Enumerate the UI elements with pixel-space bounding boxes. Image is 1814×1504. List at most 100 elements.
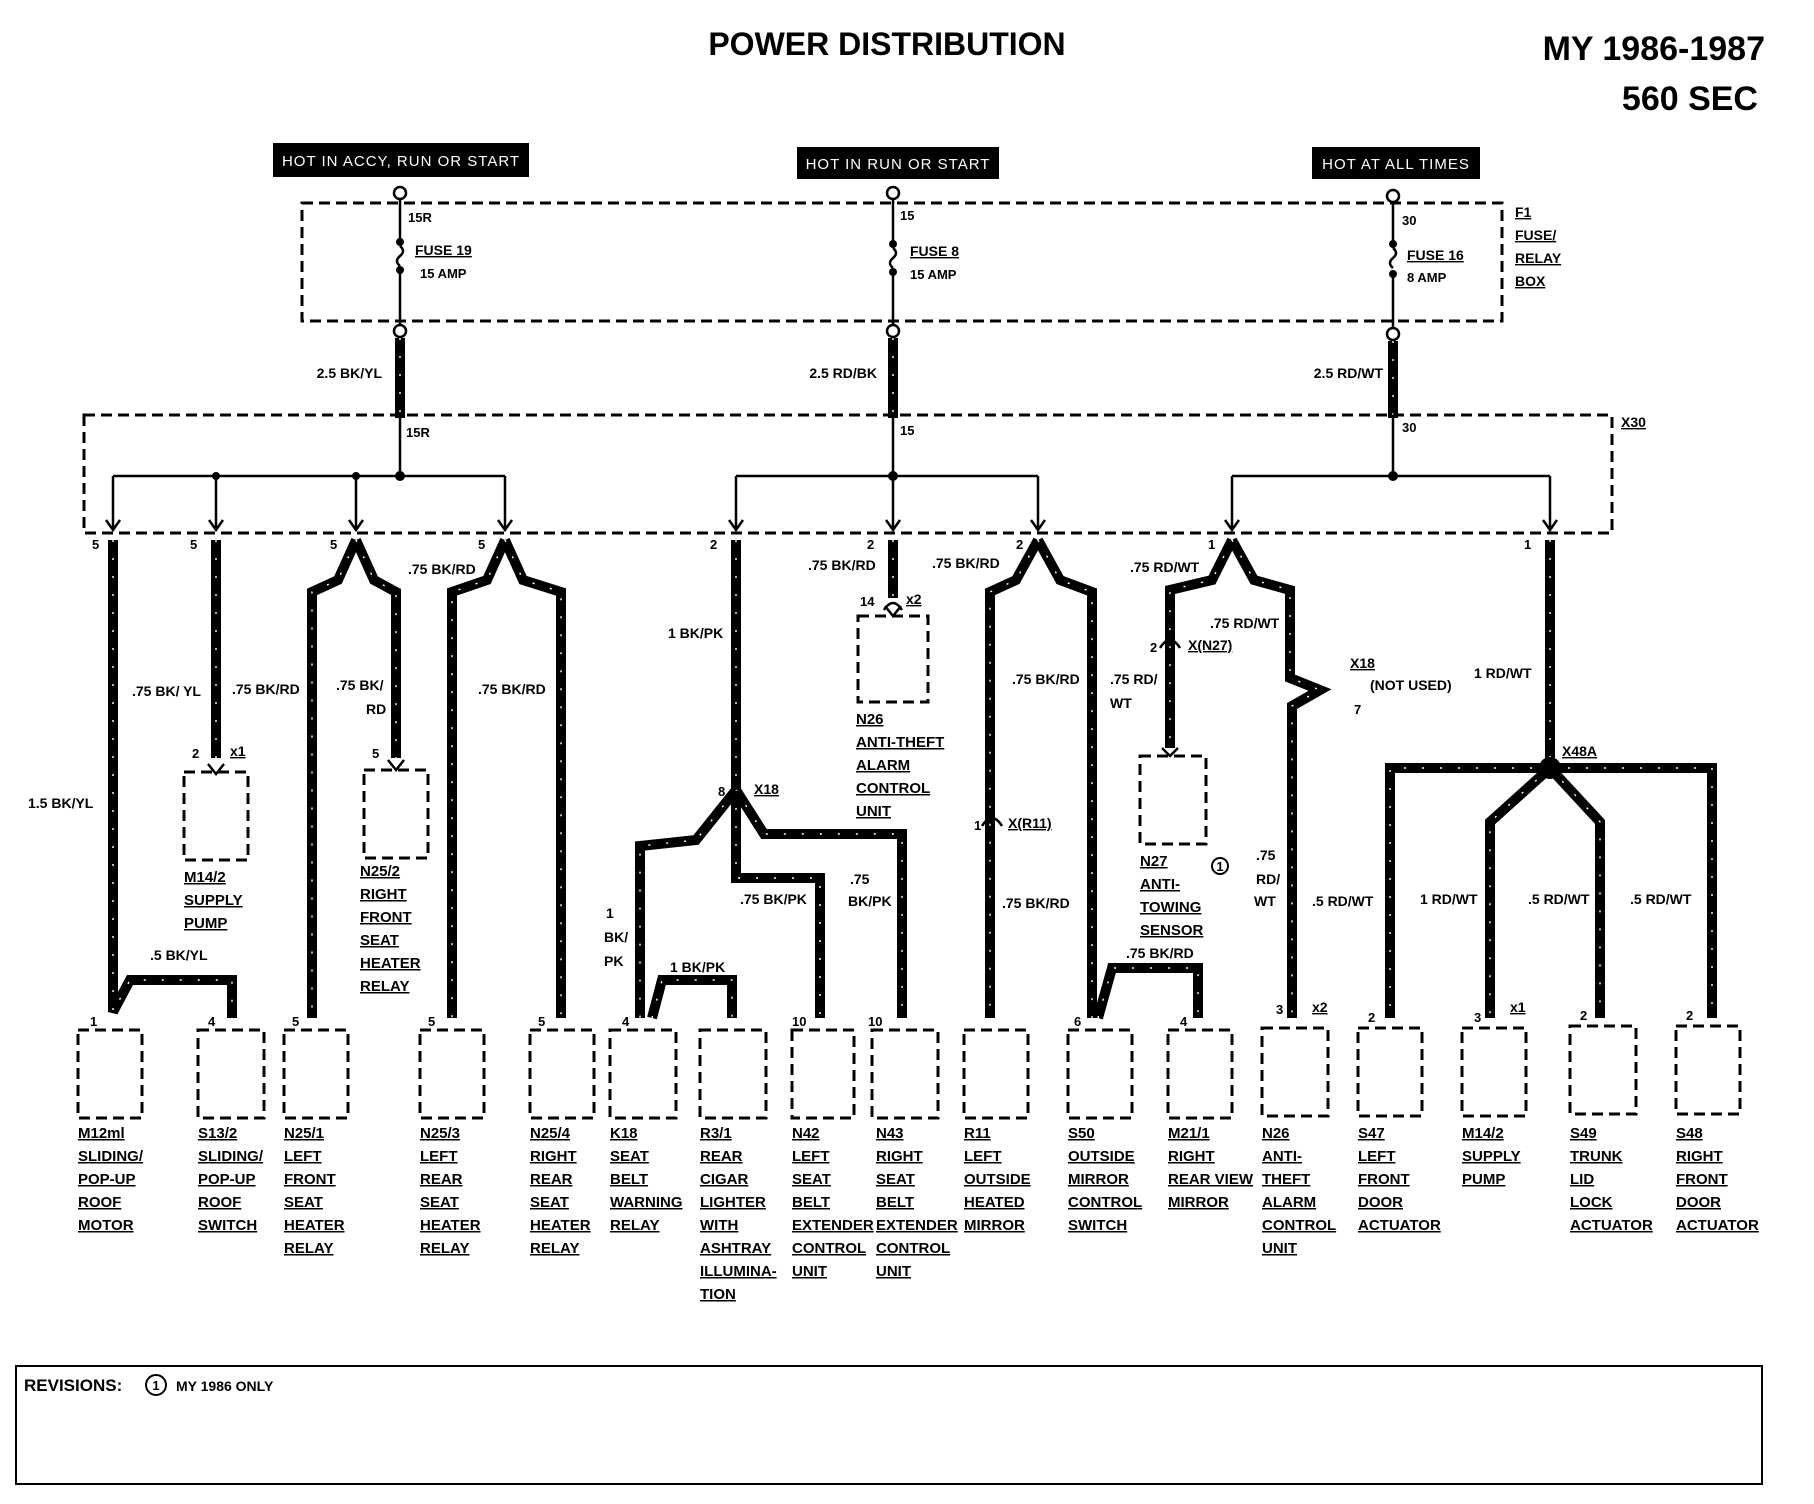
component-label-line: ASHTRAY [700, 1240, 771, 1257]
wire-label-6: .75 BK/RD [478, 681, 546, 697]
component-box-11 [1066, 1028, 1134, 1120]
n26-top-label: N26 ANTI-THEFT ALARM CONTROL UNIT [856, 711, 944, 820]
svg-text:HOT AT ALL TIMES: HOT AT ALL TIMES [1322, 156, 1470, 173]
bus-pin-8: 1 [1208, 537, 1215, 552]
comp-pin-6: 4 [622, 1014, 630, 1029]
component-box-15 [1460, 1026, 1528, 1118]
svg-text:CONTROL: CONTROL [856, 780, 930, 797]
svg-text:FUSE 8: FUSE 8 [910, 243, 959, 259]
component-label-line: HEATER [284, 1217, 345, 1234]
wire-label-19a: 1 [606, 905, 614, 921]
connector-x2: x2 [906, 591, 922, 607]
component-label-line: THEFT [1262, 1171, 1310, 1188]
comp-pin-1: 1 [90, 1014, 97, 1029]
connector-xn27: X(N27) [1188, 637, 1232, 653]
component-label-line: SEAT [284, 1194, 323, 1211]
component-label-line: REAR [420, 1171, 463, 1188]
component-label-line: N25/4 [530, 1125, 571, 1142]
svg-text:30: 30 [1402, 213, 1416, 228]
connector-x2b: x2 [1312, 999, 1328, 1015]
svg-text:15R: 15R [408, 210, 432, 225]
component-box-5 [528, 1028, 596, 1120]
comp-pin-9: 6 [1074, 1014, 1081, 1029]
wire-label-5: .75 BK/RD [408, 561, 476, 577]
feed-wire-label-3: 2.5 RD/WT [1314, 365, 1384, 381]
m142-label: M14/2 SUPPLY PUMP [184, 869, 243, 932]
n252-label: N25/2 RIGHT FRONT SEAT HEATER RELAY [360, 863, 421, 995]
wire-label-21: .75 BK/RD [1002, 895, 1070, 911]
component-label-line: TION [700, 1286, 736, 1303]
component-label-line: LEFT [420, 1148, 458, 1165]
component-box-7 [698, 1028, 768, 1120]
fusebox-label-line-3: RELAY [1515, 250, 1562, 266]
svg-text:UNIT: UNIT [856, 803, 891, 820]
wire-label-15: .75 RD/WT [1210, 615, 1280, 631]
svg-text:HEATER: HEATER [360, 955, 421, 972]
svg-text:ALARM: ALARM [856, 757, 910, 774]
svg-text:N26: N26 [856, 711, 884, 728]
bus-terminal-15r: 15R [406, 425, 430, 440]
component-label-line: DOOR [1358, 1194, 1403, 1211]
revisions-box [15, 1365, 1763, 1485]
component-label-line: OUTSIDE [964, 1171, 1031, 1188]
component-label-line: M12ml [78, 1125, 125, 1142]
component-label-line: S50 [1068, 1125, 1095, 1142]
component-label-line: MIRROR [964, 1217, 1025, 1234]
component-box-17 [1674, 1024, 1742, 1116]
svg-text:1: 1 [152, 1378, 159, 1393]
xr11-pin: 1 [974, 818, 981, 833]
wire-label-26: .5 RD/WT [1528, 891, 1590, 907]
component-box-8 [790, 1028, 856, 1120]
xn27-pin: 2 [1150, 640, 1157, 655]
component-label-line: ALARM [1262, 1194, 1316, 1211]
component-label-line: UNIT [792, 1263, 827, 1280]
connector-x1: x1 [230, 743, 246, 759]
harness-wires [108, 537, 1717, 1020]
component-label-line: SEAT [530, 1194, 569, 1211]
component-box-13 [1260, 1026, 1330, 1118]
fuse-relay-box [300, 201, 1504, 323]
svg-text:SENSOR: SENSOR [1140, 922, 1204, 939]
component-label-line: N25/1 [284, 1125, 324, 1142]
svg-text:1: 1 [1216, 859, 1223, 874]
component-label-line: WARNING [610, 1194, 683, 1211]
connector-x18: X18 [754, 781, 779, 797]
component-label-line: CONTROL [1262, 1217, 1336, 1234]
comp-pin-5: 5 [538, 1014, 545, 1029]
component-label-line: M21/1 [1168, 1125, 1210, 1142]
component-label-line: PUMP [1462, 1171, 1505, 1188]
component-label-line: R3/1 [700, 1125, 732, 1142]
connector-x1b: x1 [1510, 999, 1526, 1015]
wire-label-13b: WT [1110, 695, 1132, 711]
wire-label-19c: PK [604, 953, 623, 969]
component-label-line: OUTSIDE [1068, 1148, 1135, 1165]
comp-pin-3: 5 [292, 1014, 299, 1029]
box-connector-arrows [207, 605, 1179, 777]
wire-label-3: .75 BK/RD [232, 681, 300, 697]
component-label-line: M14/2 [1462, 1125, 1504, 1142]
component-label-line: HEATED [964, 1194, 1025, 1211]
svg-text:15 AMP: 15 AMP [420, 266, 467, 281]
wire-label-1: 1.5 BK/YL [28, 795, 94, 811]
svg-text:SEAT: SEAT [360, 932, 399, 949]
x1-pin: 2 [192, 746, 199, 761]
x30-label: X30 [1621, 414, 1646, 430]
wire-label-20: 1 BK/PK [670, 959, 725, 975]
wire-label-17a: .75 [850, 871, 870, 887]
wire-label-4b: RD [366, 701, 386, 717]
svg-text:RIGHT: RIGHT [360, 886, 407, 903]
connector-xr11: X(R11) [1008, 815, 1052, 831]
svg-text:15 AMP: 15 AMP [910, 267, 957, 282]
comp-pin-15: 2 [1686, 1008, 1693, 1023]
component-label-line: LEFT [284, 1148, 322, 1165]
inline-connectors [724, 601, 1182, 827]
component-label-line: WITH [700, 1217, 738, 1234]
component-label-line: CONTROL [1068, 1194, 1142, 1211]
component-labels: M12mlSLIDING/POP-UPROOFMOTORS13/2SLIDING… [78, 1125, 1759, 1303]
model-year: MY 1986-1987 [1543, 30, 1765, 68]
component-label-line: SUPPLY [1462, 1148, 1521, 1165]
